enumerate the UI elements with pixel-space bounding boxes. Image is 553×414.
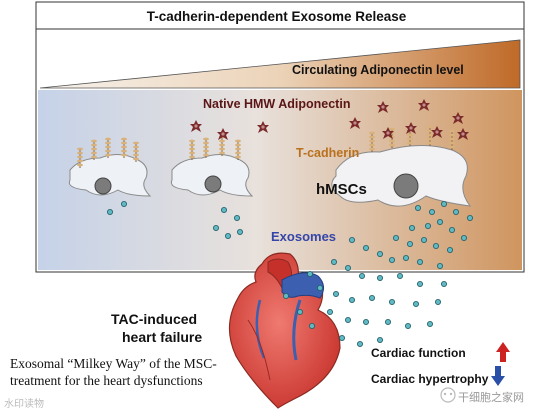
- t-cadherin-label: T-cadherin: [296, 146, 360, 160]
- nucleus-1: [94, 177, 112, 195]
- cardiac-hypertrophy-down-arrow: [491, 366, 505, 386]
- watermark-right: 干细胞之家网: [458, 392, 524, 404]
- native-adiponectin-label: Native HMW Adiponectin: [203, 97, 351, 111]
- cardiac-function-up-arrow: [496, 342, 510, 362]
- caption-line2: treatment for the heart dysfunctions: [10, 373, 203, 388]
- caption-line1: Exosomal “Milkey Way” of the MSC-: [10, 356, 217, 371]
- exosomes: [107, 200, 473, 347]
- title-box: [35, 1, 525, 31]
- cardiac-function-label: Cardiac function: [371, 346, 466, 360]
- adiponectin-level-wedge: [39, 39, 521, 89]
- stem-cell-1: [68, 154, 152, 197]
- nucleus-3: [393, 173, 419, 199]
- adiponectin-level-label: Circulating Adiponectin level: [292, 63, 464, 77]
- nucleus-2: [204, 175, 222, 193]
- watermark-left: 水印读物: [4, 399, 44, 410]
- tac-label-line2: heart failure: [122, 329, 203, 345]
- heart-illustration: [228, 252, 341, 409]
- cardiac-hypertrophy-label: Cardiac hypertrophy: [371, 372, 489, 386]
- hmscs-label: hMSCs: [316, 181, 367, 198]
- diagram-title: T-cadherin-dependent Exosome Release: [146, 9, 407, 24]
- exosomes-label: Exosomes: [271, 229, 337, 244]
- tac-label-line1: TAC-induced: [111, 311, 198, 327]
- watermark-logo-icon: [440, 387, 456, 403]
